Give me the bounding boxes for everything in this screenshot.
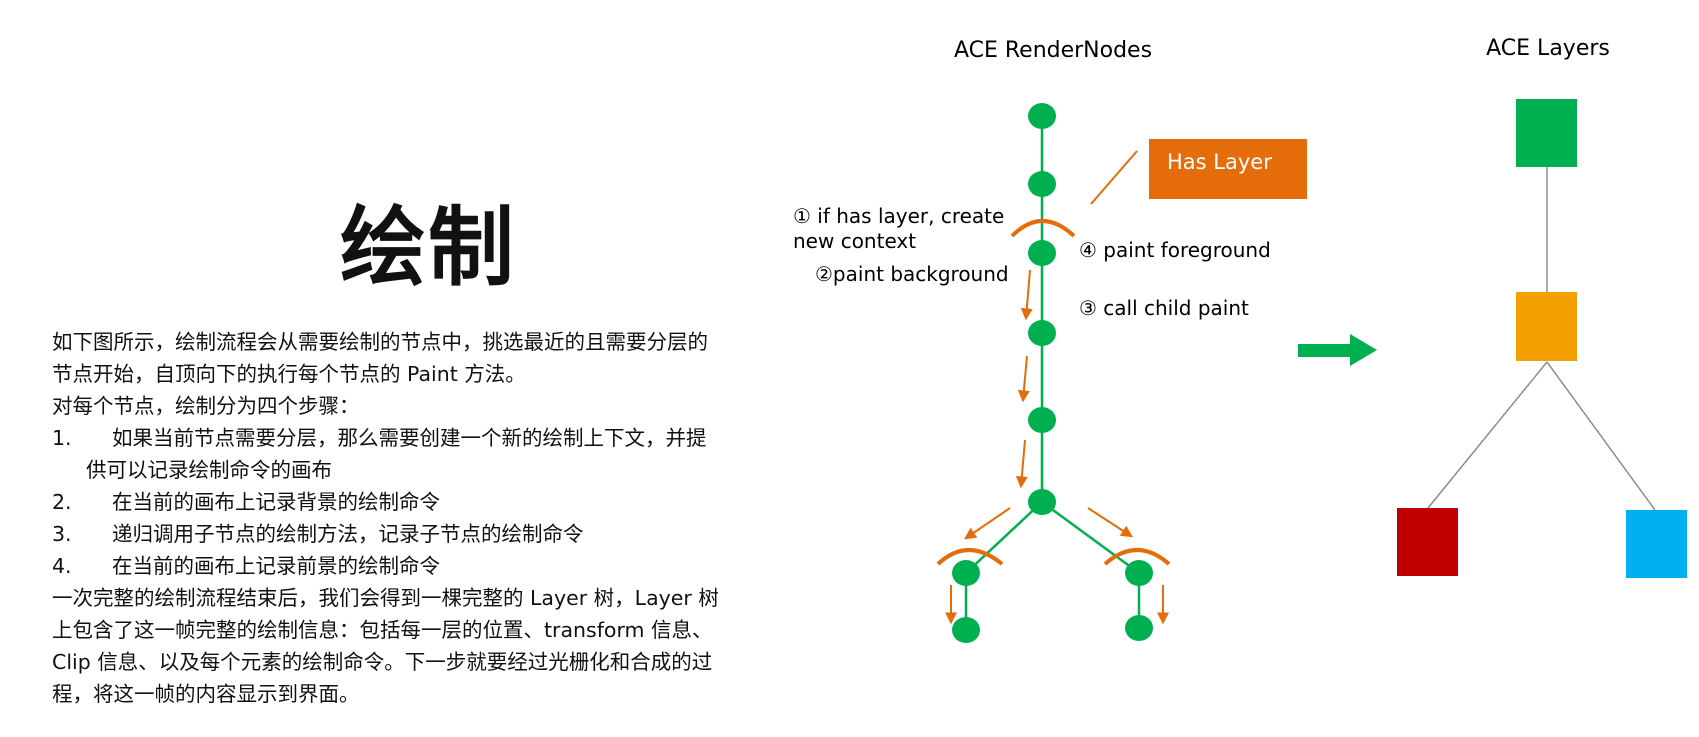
step-text: 在当前的画布上记录前景的绘制命令	[112, 554, 440, 578]
traversal-arrow	[964, 507, 1011, 540]
layer-edge	[1427, 361, 1548, 509]
render-tree-edges	[964, 116, 1141, 630]
render-node	[1028, 407, 1056, 433]
context-arcs	[936, 219, 1171, 566]
step-text: 递归调用子节点的绘制方法，记录子节点的绘制命令	[112, 522, 584, 546]
step-continuation: 供可以记录绘制命令的画布	[86, 458, 332, 482]
layer-right	[1626, 510, 1687, 578]
context-arc	[936, 548, 1004, 566]
traversal-arrows	[945, 269, 1169, 625]
render-node	[1028, 489, 1056, 515]
annotation-step1-cont: new context	[793, 229, 916, 253]
render-node	[1125, 560, 1153, 586]
transition-arrow-head	[1350, 334, 1377, 366]
render-node	[1125, 615, 1153, 641]
step-number: 2.	[52, 490, 72, 514]
outro-line: 一次完整的绘制流程结束后，我们会得到一棵完整的 Layer 树，Layer 树	[52, 586, 719, 610]
render-nodes	[952, 103, 1153, 643]
render-node	[1028, 240, 1056, 266]
steps-intro: 对每个节点，绘制分为四个步骤：	[52, 394, 360, 418]
step-item: 1. 如果当前节点需要分层，那么需要创建一个新的绘制上下文，并提	[52, 422, 792, 454]
layers-title: ACE Layers	[1486, 36, 1610, 61]
tree-left-edge	[965, 501, 1043, 574]
annotation-step4: ④ paint foreground	[1079, 238, 1271, 262]
traversal-arrow	[1017, 355, 1030, 403]
step-item: 3. 递归调用子节点的绘制方法，记录子节点的绘制命令	[52, 518, 792, 550]
layer-edge	[1546, 361, 1656, 511]
step-text: 在当前的画布上记录背景的绘制命令	[112, 490, 440, 514]
annotation-step2: ②paint background	[815, 262, 1009, 286]
outro-line: 程，将这一帧的内容显示到界面。	[52, 682, 360, 706]
description-text: 如下图所示，绘制流程会从需要绘制的节点中，挑选最近的且需要分层的 节点开始，自顶…	[52, 326, 792, 710]
traversal-arrow	[1087, 507, 1134, 538]
render-node	[952, 560, 980, 586]
layer-middle	[1516, 292, 1577, 361]
render-node	[1028, 320, 1056, 346]
annotation-step3: ③ call child paint	[1079, 296, 1249, 320]
page-title: 绘制	[340, 198, 516, 298]
traversal-arrow	[1020, 269, 1033, 321]
render-node	[952, 617, 980, 643]
step-item: 4. 在当前的画布上记录前景的绘制命令	[52, 550, 792, 582]
render-node	[1028, 171, 1056, 197]
context-arc	[1103, 548, 1171, 566]
render-nodes-title: ACE RenderNodes	[954, 38, 1152, 63]
step-text: 如果当前节点需要分层，那么需要创建一个新的绘制上下文，并提	[112, 426, 707, 450]
outro-line: 上包含了这一帧完整的绘制信息：包括每一层的位置、transform 信息、	[52, 618, 713, 642]
intro-line: 节点开始，自顶向下的执行每个节点的 Paint 方法。	[52, 362, 526, 386]
step-number: 1.	[52, 426, 72, 450]
step-item: 2. 在当前的画布上记录背景的绘制命令	[52, 486, 792, 518]
transition-arrow-shaft	[1298, 344, 1354, 357]
traversal-arrow	[1015, 439, 1028, 489]
annotation-step1: ① if has layer, create	[793, 204, 1004, 228]
layer-left	[1397, 508, 1458, 576]
step-number: 4.	[52, 554, 72, 578]
transition-arrow	[1298, 334, 1377, 366]
layer-root	[1516, 99, 1577, 167]
outro-line: Clip 信息、以及每个元素的绘制命令。下一步就要经过光栅化和合成的过	[52, 650, 713, 674]
has-layer-pointer	[1090, 150, 1138, 205]
tree-right-edge	[1041, 500, 1140, 575]
step-number: 3.	[52, 522, 72, 546]
render-node	[1028, 103, 1056, 129]
has-layer-box	[1149, 139, 1307, 199]
intro-line: 如下图所示，绘制流程会从需要绘制的节点中，挑选最近的且需要分层的	[52, 330, 708, 354]
layer-tree-edges	[1427, 166, 1656, 511]
has-layer-label: Has Layer	[1167, 150, 1272, 174]
context-arc	[1010, 219, 1076, 238]
